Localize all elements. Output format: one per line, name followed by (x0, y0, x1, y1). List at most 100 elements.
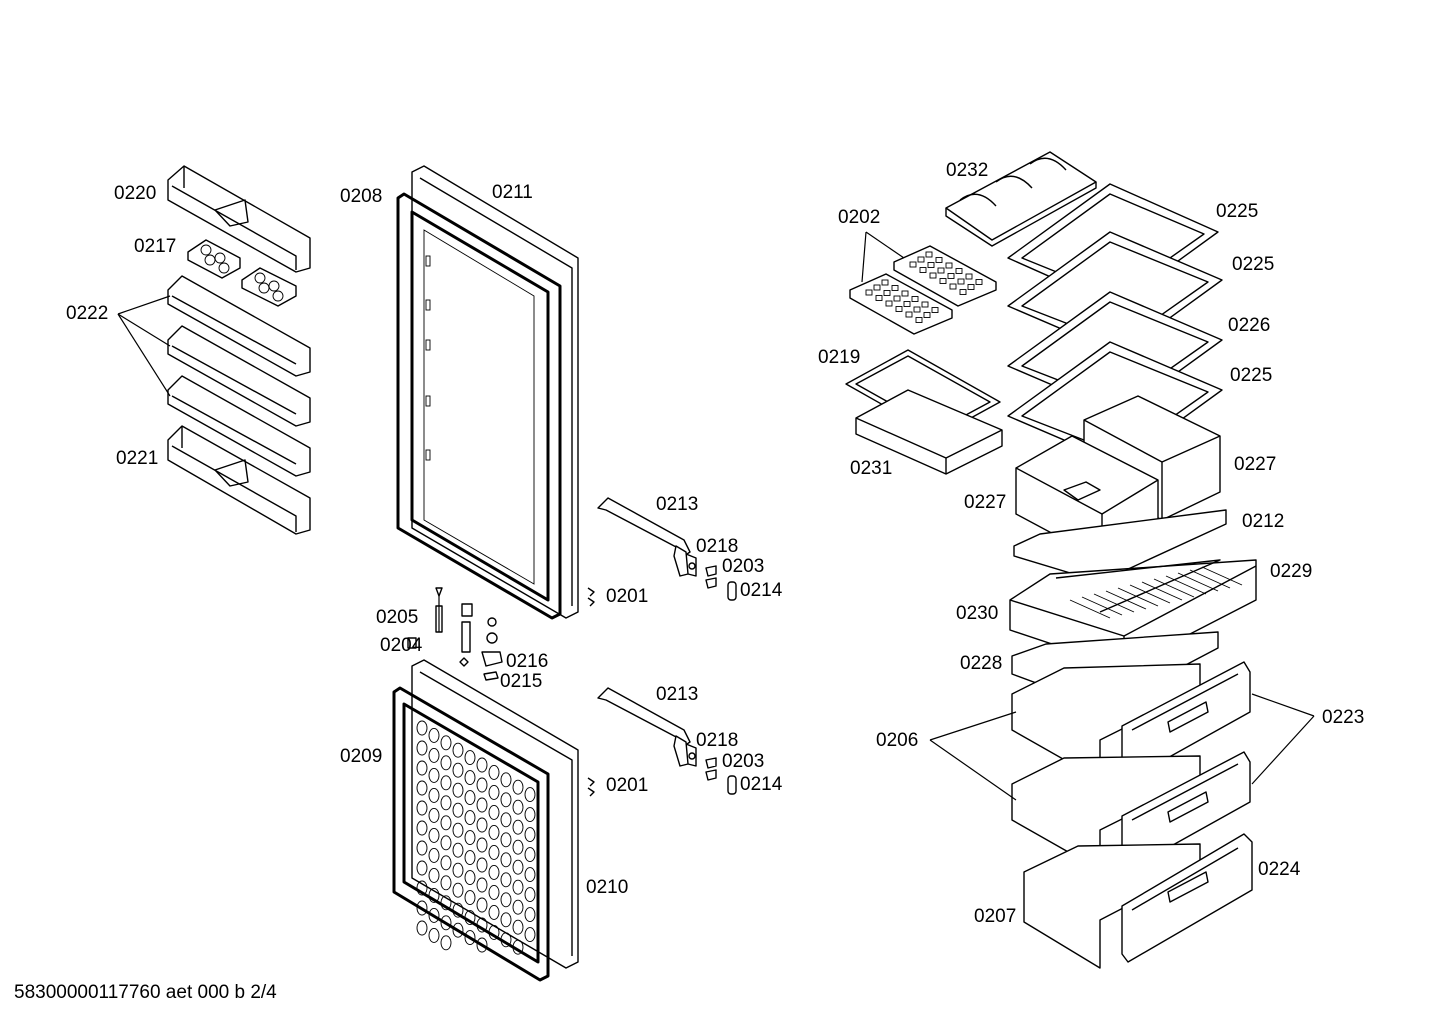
dimple (464, 790, 476, 806)
dimple (524, 907, 536, 923)
dimple (428, 827, 440, 843)
dimple (440, 915, 452, 931)
door-shelves-0222 (167, 275, 311, 477)
label-0230: 0230 (956, 603, 998, 624)
dimple (476, 917, 488, 933)
hinge-parts (407, 587, 503, 681)
label-0216: 0216 (506, 651, 548, 672)
ice-cell (893, 295, 901, 302)
dimple (488, 824, 500, 840)
label-0214-upper: 0214 (740, 580, 783, 601)
slat (1117, 587, 1159, 607)
dimple (464, 930, 476, 946)
dimple (452, 902, 464, 918)
label-0226: 0226 (1228, 315, 1270, 336)
label-0206: 0206 (876, 730, 918, 751)
crisper-0229 (1009, 559, 1257, 669)
ice-cell (921, 301, 929, 308)
dimple (416, 820, 428, 836)
dimple (440, 795, 452, 811)
dimple (524, 787, 536, 803)
dimple (440, 875, 452, 891)
dimple (428, 767, 440, 783)
dimple (500, 852, 512, 868)
dimple (476, 937, 488, 953)
ice-cell (967, 284, 975, 290)
dimple (524, 867, 536, 883)
door-shelf-0220 (167, 165, 311, 273)
ice-cell (959, 289, 967, 295)
slat (1177, 572, 1219, 592)
dimple (464, 890, 476, 906)
label-0231: 0231 (850, 458, 892, 479)
dimple (500, 812, 512, 828)
crisper-slats (1069, 566, 1243, 619)
slat (1081, 596, 1123, 616)
dimple (428, 847, 440, 863)
dimple (416, 900, 428, 916)
label-0225-c: 0225 (1230, 365, 1272, 386)
dimple (416, 780, 428, 796)
ice-cell (949, 283, 957, 290)
label-0219: 0219 (818, 347, 860, 368)
ice-cell (903, 301, 911, 307)
dimple (476, 777, 488, 793)
glass-shelves (1007, 183, 1223, 465)
dimple (476, 897, 488, 913)
ice-cell (881, 279, 889, 286)
label-0227-left: 0227 (964, 492, 1006, 513)
label-0208: 0208 (340, 186, 382, 207)
dimple (524, 847, 536, 863)
label-0213-lower: 0213 (656, 684, 698, 705)
cover-0212 (1013, 509, 1227, 583)
slat (1069, 599, 1111, 619)
label-0203-upper: 0203 (722, 556, 764, 577)
label-0214-lower: 0214 (740, 774, 783, 795)
ice-cell (901, 290, 909, 297)
dimple (512, 799, 524, 815)
dimple (452, 882, 464, 898)
dimple (512, 839, 524, 855)
lower-handle-0213 (587, 687, 737, 797)
egg-tray-0217 (187, 239, 297, 307)
label-0209: 0209 (340, 746, 382, 767)
dimple (452, 822, 464, 838)
dimple (452, 842, 464, 858)
upper-door-0211 (411, 165, 579, 619)
dimple (488, 904, 500, 920)
label-0205: 0205 (376, 607, 418, 628)
ice-cell (925, 251, 933, 258)
dimple (452, 862, 464, 878)
label-0225-a: 0225 (1216, 201, 1258, 222)
label-0217: 0217 (134, 236, 176, 257)
dimple (464, 850, 476, 866)
ice-cell (865, 289, 873, 296)
lower-door-dimple-pattern (416, 720, 536, 955)
ice-cell (913, 306, 921, 313)
dimple (440, 835, 452, 851)
dimple (500, 792, 512, 808)
ice-cell (905, 311, 913, 318)
label-0225-b: 0225 (1232, 254, 1274, 275)
dimple (440, 735, 452, 751)
dimple (428, 787, 440, 803)
dimple (452, 742, 464, 758)
ice-cell (947, 273, 955, 279)
dimple (416, 720, 428, 736)
dimple (488, 924, 500, 940)
ice-tray-grid (865, 251, 983, 323)
dimple (464, 750, 476, 766)
dimple (428, 747, 440, 763)
ice-cell (885, 300, 893, 307)
dimple (512, 899, 524, 915)
dimple (464, 770, 476, 786)
dimple (500, 772, 512, 788)
drawing-number: 58300000117760 aet 000 b 2/4 (14, 982, 277, 1003)
label-0211: 0211 (492, 182, 533, 203)
dimple (440, 755, 452, 771)
ice-cell (937, 267, 945, 274)
ice-cell (873, 284, 881, 291)
dimple (416, 840, 428, 856)
ice-cell (891, 285, 899, 291)
chiller-tray-0231 (855, 389, 1003, 475)
